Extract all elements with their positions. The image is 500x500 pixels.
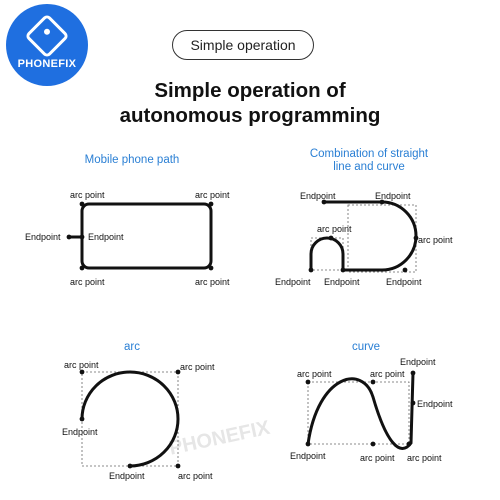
- panel-caption-line-1: Combination of straight: [310, 148, 429, 160]
- point-label: arc point: [370, 369, 405, 379]
- arc-point-marker: [305, 379, 311, 385]
- point-label: Endpoint: [62, 427, 98, 437]
- section-pill: Simple operation: [172, 30, 314, 60]
- panel-caption: arc: [124, 341, 140, 353]
- point-label: arc point: [195, 277, 230, 287]
- arc-point-marker: [208, 201, 214, 207]
- point-label: arc point: [178, 471, 213, 481]
- point-label: arc point: [407, 453, 442, 463]
- combination-path-shape: [309, 200, 418, 272]
- point-label: arc point: [195, 190, 230, 200]
- point-label: Endpoint: [386, 277, 422, 287]
- curve-path-shape: [306, 372, 415, 450]
- panel-caption: Mobile phone path: [85, 154, 180, 166]
- endpoint-marker: [410, 370, 416, 376]
- headline: Simple operation of autonomous programmi…: [60, 78, 440, 128]
- arc-point-marker: [79, 369, 85, 375]
- endpoint-marker: [66, 234, 72, 240]
- panel-arc: arc arc point arc point Endpoint Endpoin…: [62, 341, 215, 481]
- arc-point-marker: [208, 265, 214, 271]
- endpoint-marker: [379, 199, 385, 205]
- endpoint-marker: [305, 441, 311, 447]
- watermark-text: PHONEFIX: [167, 417, 272, 460]
- endpoint-marker: [340, 267, 346, 273]
- point-label: Endpoint: [324, 277, 360, 287]
- arc-point-marker: [328, 235, 334, 241]
- arc-point-marker: [413, 235, 419, 241]
- point-label: arc point: [180, 362, 215, 372]
- panel-curve: curve Endpoint arc point arc point Endpo…: [290, 341, 453, 463]
- point-label: Endpoint: [290, 451, 326, 461]
- point-label: Endpoint: [25, 232, 61, 242]
- point-label: arc point: [70, 277, 105, 287]
- logo-text: PHONEFIX: [17, 58, 77, 70]
- headline-line-2: autonomous programming: [119, 104, 381, 127]
- endpoint-marker: [308, 267, 314, 273]
- point-label: Endpoint: [417, 399, 453, 409]
- arc-point-marker: [370, 441, 376, 447]
- point-label: Endpoint: [400, 357, 436, 367]
- point-label: Endpoint: [109, 471, 145, 481]
- panel-mobile-phone-path: Mobile phone path arc point arc point En…: [25, 154, 230, 287]
- endpoint-marker: [79, 234, 85, 240]
- guide-box: [307, 381, 410, 445]
- arc-point-marker: [370, 379, 376, 385]
- headline-line-1: Simple operation of: [154, 79, 346, 102]
- point-label: Endpoint: [300, 191, 336, 201]
- point-label: Endpoint: [275, 277, 311, 287]
- panel-combination: Combination of straight line and curve E…: [275, 148, 453, 287]
- point-label: arc point: [64, 360, 99, 370]
- arc-point-marker: [79, 201, 85, 207]
- endpoint-marker: [79, 416, 85, 422]
- point-label: arc point: [317, 224, 352, 234]
- arc-point-marker: [175, 369, 181, 375]
- endpoint-marker: [410, 400, 416, 406]
- arc-path-shape: [80, 370, 180, 468]
- panel-caption-line-2: line and curve: [333, 161, 405, 173]
- phonefix-logo: PHONEFIX: [6, 4, 88, 86]
- endpoint-marker: [402, 267, 408, 273]
- point-label: arc point: [297, 369, 332, 379]
- endpoint-marker: [127, 463, 133, 469]
- point-label: Endpoint: [88, 232, 124, 242]
- point-label: arc point: [360, 453, 395, 463]
- point-label: arc point: [70, 190, 105, 200]
- point-label: arc point: [418, 235, 453, 245]
- point-label: Endpoint: [375, 191, 411, 201]
- panel-caption: curve: [352, 341, 380, 353]
- arc-point-marker: [406, 441, 412, 447]
- arc-point-marker: [175, 463, 181, 469]
- arc-point-marker: [79, 265, 85, 271]
- endpoint-marker: [321, 199, 327, 205]
